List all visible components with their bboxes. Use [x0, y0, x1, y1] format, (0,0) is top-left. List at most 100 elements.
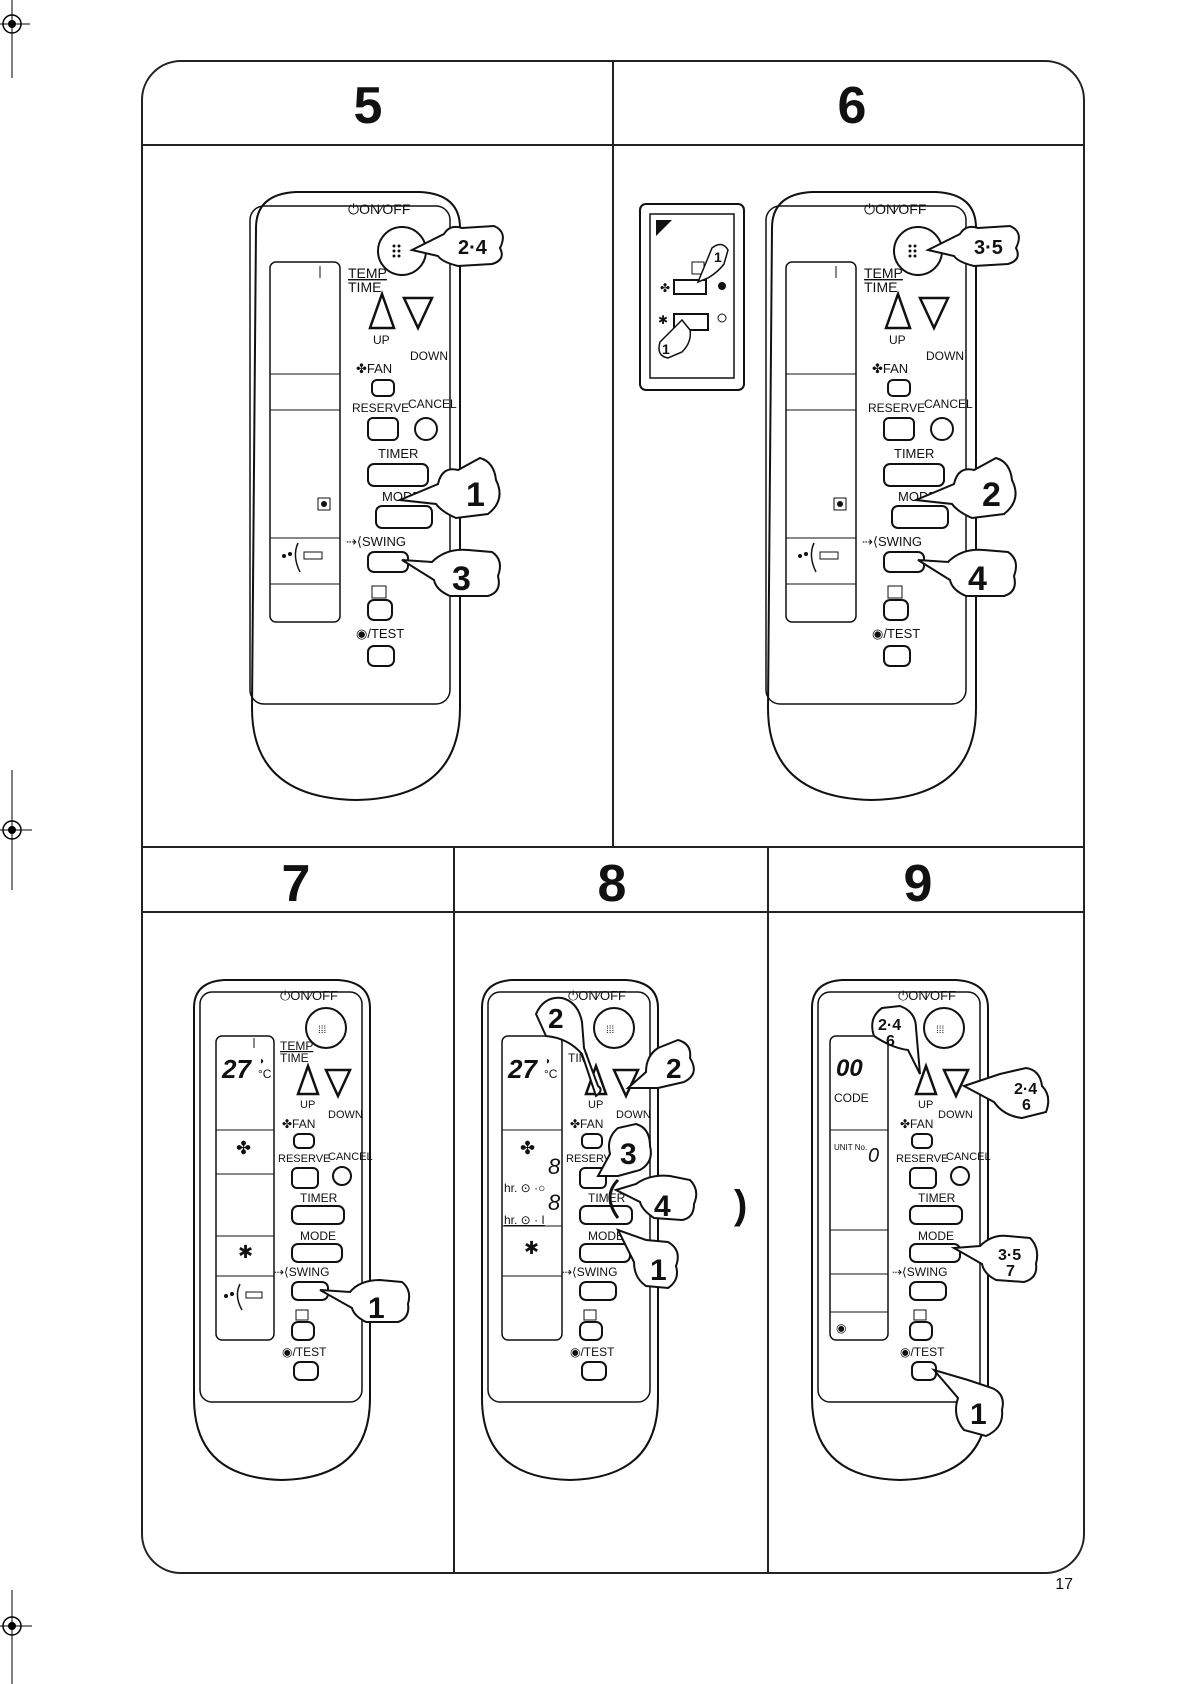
svg-text:8: 8	[548, 1190, 561, 1215]
svg-text:◑: ◑	[258, 1056, 264, 1067]
svg-text:TIME: TIME	[864, 279, 897, 295]
svg-text:⁞⁞⁞: ⁞⁞⁞	[936, 1025, 944, 1036]
registration-mark-top	[0, 0, 30, 78]
svg-text:3: 3	[452, 560, 471, 598]
pointer-hand-icon	[319, 1278, 411, 1323]
svg-text:2·4: 2·4	[1014, 1081, 1037, 1098]
svg-text:TIMER: TIMER	[894, 446, 934, 461]
svg-text:✤FAN: ✤FAN	[282, 1117, 315, 1131]
indoor-unit-switch-panel: ✤ ✱ 1 1	[639, 203, 745, 391]
pointer-hand-icon	[871, 1004, 921, 1075]
pointer-hand-icon	[596, 1122, 652, 1177]
svg-text:TIME: TIME	[280, 1051, 309, 1065]
svg-text:DOWN: DOWN	[926, 349, 964, 363]
svg-text:2: 2	[548, 1003, 564, 1034]
svg-text:◉/TEST: ◉/TEST	[282, 1345, 327, 1359]
panel-number-6: 6	[837, 77, 867, 135]
svg-text:TIMER: TIMER	[300, 1191, 338, 1205]
svg-text:◉/TEST: ◉/TEST	[872, 626, 920, 641]
page-number: 17	[1055, 1576, 1073, 1593]
svg-text:6: 6	[886, 1033, 895, 1050]
pointer-hand-icon	[396, 456, 501, 520]
svg-text:1: 1	[662, 341, 670, 357]
svg-text:TIMER: TIMER	[588, 1191, 626, 1205]
svg-text:MODE: MODE	[588, 1229, 624, 1243]
svg-text:UP: UP	[300, 1099, 315, 1111]
remote-control-panel-6: ⏻ON⁄OFF TEMP TIME UP DOWN ✤FAN RESERVECA…	[765, 191, 1020, 802]
svg-text:4: 4	[968, 560, 987, 598]
svg-text:⁞⁞⁞: ⁞⁞⁞	[318, 1025, 326, 1036]
svg-text:◉/TEST: ◉/TEST	[900, 1345, 945, 1359]
svg-text:RESERVE: RESERVE	[352, 401, 409, 415]
svg-text:hr. ⊙ · I: hr. ⊙ · I	[504, 1213, 545, 1227]
svg-text:2: 2	[982, 476, 1001, 514]
svg-text:✤FAN: ✤FAN	[570, 1117, 603, 1131]
svg-text:✤FAN: ✤FAN	[872, 361, 908, 376]
remote-control-panel-7: 27 ◑ °C ✤ ✱ ⏻ON⁄OFF ⁞⁞⁞ TEMP TIME UP DOW…	[193, 979, 411, 1482]
svg-text:⏻ON⁄OFF: ⏻ON⁄OFF	[280, 988, 338, 1003]
grid-line-middle	[143, 846, 1083, 848]
pointer-hand-icon	[615, 1228, 679, 1290]
svg-text:CANCEL: CANCEL	[946, 1151, 991, 1163]
step-label-2-4: 2·4	[458, 237, 488, 259]
svg-text:⇢⟨SWING: ⇢⟨SWING	[892, 1265, 947, 1279]
svg-text:TEMP: TEMP	[280, 1039, 313, 1053]
panel-number-7: 7	[281, 855, 311, 913]
svg-text:✱: ✱	[658, 313, 668, 327]
svg-text:TEMP: TEMP	[348, 265, 387, 281]
svg-text:⏻ON⁄OFF: ⏻ON⁄OFF	[864, 201, 926, 217]
fan-icon: ✤	[236, 1138, 251, 1158]
svg-text:DOWN: DOWN	[328, 1109, 363, 1121]
svg-text:27: 27	[221, 1054, 252, 1084]
registration-mark-bottom	[0, 1590, 32, 1684]
bracket-close: )	[734, 1183, 747, 1227]
svg-text:✱: ✱	[524, 1238, 539, 1258]
svg-text:⇢⟨SWING: ⇢⟨SWING	[862, 534, 922, 549]
svg-text:2: 2	[666, 1053, 682, 1084]
panel-number-9: 9	[903, 855, 933, 913]
svg-text:3: 3	[620, 1138, 637, 1171]
svg-text:3·5: 3·5	[998, 1247, 1021, 1264]
pointer-hand-icon	[613, 1174, 698, 1222]
dry-icon	[833, 497, 847, 511]
svg-text:⏻ON⁄OFF: ⏻ON⁄OFF	[898, 988, 956, 1003]
unit-no-value: 0	[868, 1145, 879, 1167]
registration-mark-middle	[0, 770, 32, 890]
svg-text:◉/TEST: ◉/TEST	[570, 1345, 615, 1359]
svg-text:CANCEL: CANCEL	[328, 1151, 373, 1163]
on-off-label: ⏻ON⁄OFF	[348, 201, 410, 217]
svg-text:TIME: TIME	[348, 279, 381, 295]
svg-text:◑: ◑	[544, 1056, 550, 1067]
svg-text:◉/TEST: ◉/TEST	[356, 626, 404, 641]
svg-text:CANCEL: CANCEL	[924, 397, 973, 411]
remote-control-panel-9: 00 CODE UNIT No. 0 ◉ ⏻ON⁄OFF ⁞⁞⁞ UP DOWN…	[811, 979, 1050, 1482]
svg-text:✤: ✤	[660, 281, 670, 295]
svg-text:UP: UP	[373, 333, 390, 347]
svg-text:2·4: 2·4	[878, 1017, 901, 1034]
svg-text:CANCEL: CANCEL	[408, 397, 457, 411]
pointer-hand-icon	[912, 456, 1017, 520]
svg-text:✤FAN: ✤FAN	[900, 1117, 933, 1131]
svg-text:1: 1	[714, 249, 722, 265]
svg-text:⇢⟨SWING: ⇢⟨SWING	[274, 1265, 329, 1279]
pointer-hand-icon	[625, 1038, 695, 1089]
grid-divider-8-9	[767, 846, 769, 1573]
svg-text:7: 7	[1006, 1263, 1015, 1280]
cool-icon: ✱	[238, 1242, 253, 1262]
svg-text:DOWN: DOWN	[410, 349, 448, 363]
svg-text:⇢⟨SWING: ⇢⟨SWING	[562, 1265, 617, 1279]
pointer-hand-icon	[409, 224, 504, 268]
brand-logo	[656, 220, 672, 236]
remote-control-panel-5: ⏻ON⁄OFF TEMP TIME UP DOWN ✤FAN RESERVECA…	[249, 191, 504, 802]
svg-text:✤FAN: ✤FAN	[356, 361, 392, 376]
pointer-hand-icon	[950, 1234, 1039, 1284]
code-display: 00	[836, 1055, 863, 1082]
svg-text:TIMER: TIMER	[378, 446, 418, 461]
remote-control-panel-8: 27 ◑ °C ✤ 8 hr. ⊙ ·○ 8 hr. ⊙ · I ✱ ⏻ON⁄O…	[481, 979, 747, 1482]
svg-text:DOWN: DOWN	[938, 1109, 973, 1121]
svg-text:°C: °C	[258, 1067, 272, 1081]
pointer-hand-icon	[534, 996, 602, 1098]
svg-text:3·5: 3·5	[974, 237, 1003, 259]
pointer-hand-icon	[917, 548, 1017, 597]
